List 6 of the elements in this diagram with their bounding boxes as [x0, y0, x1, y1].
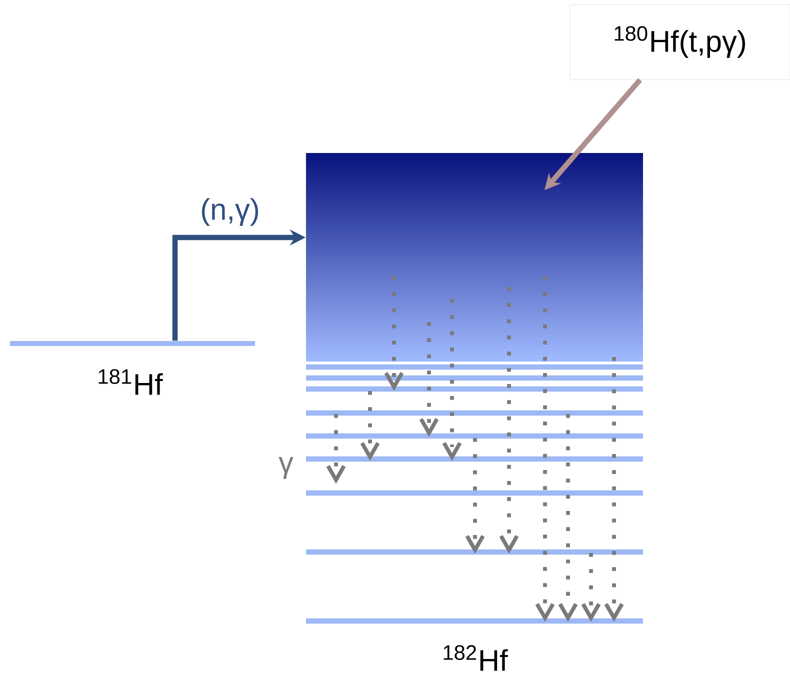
reaction-label-box: $^{180}$Hf(t,pγ) [570, 4, 790, 80]
level-label: $^{181}$Hf [98, 369, 163, 395]
continuum-box [306, 153, 643, 362]
nucleus-label: $^{182}$Hf [444, 645, 508, 671]
edge-label: (n,γ) [202, 198, 258, 226]
gamma-label: γ [278, 457, 294, 479]
